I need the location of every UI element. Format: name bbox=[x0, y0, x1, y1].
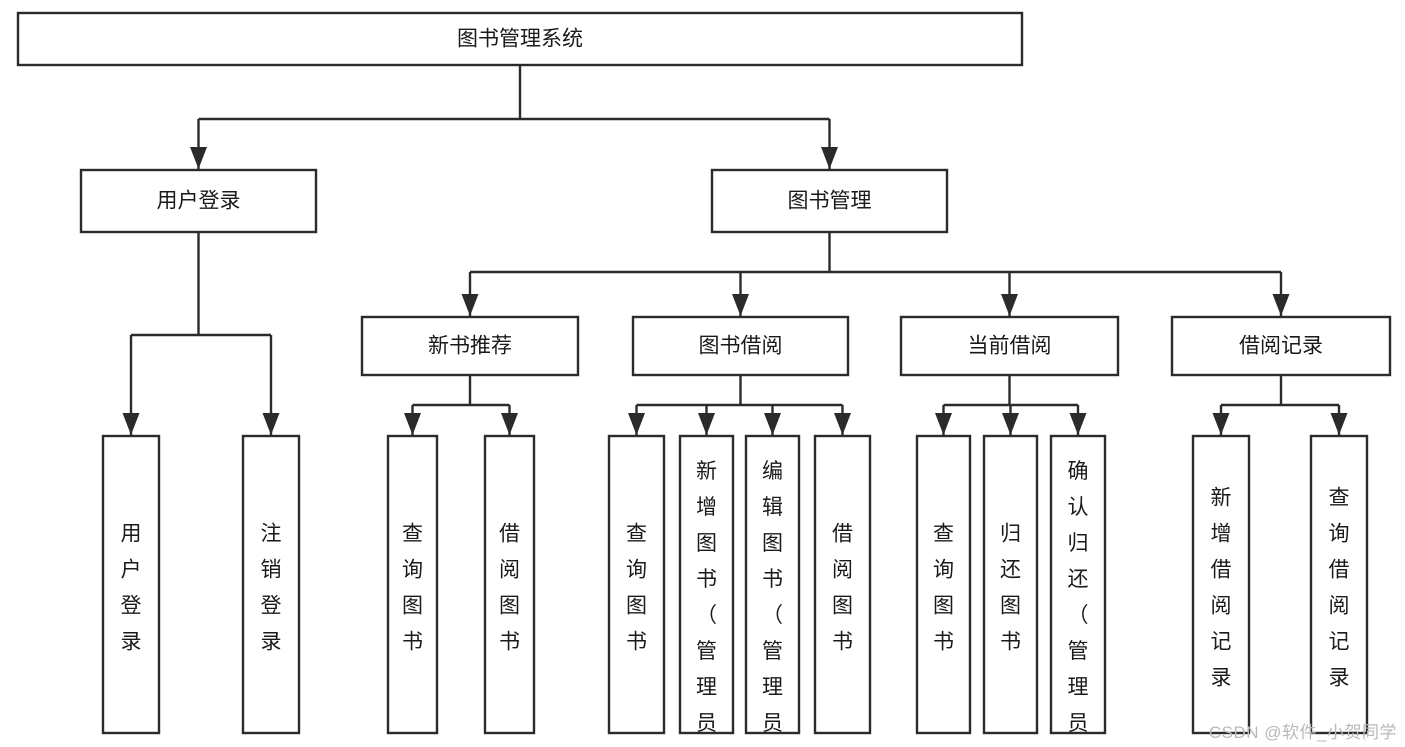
arrow-head-icon bbox=[1002, 413, 1019, 435]
node-label: 借阅图书 bbox=[832, 523, 853, 654]
node-leaf-borrow-book-2[interactable]: 借阅图书 bbox=[813, 434, 872, 735]
node-leaf-query-book-3[interactable]: 查询图书 bbox=[915, 434, 972, 735]
node-leaf-query-record[interactable]: 查询借阅记录 bbox=[1309, 434, 1369, 735]
arrow-head-icon bbox=[732, 294, 749, 316]
node-label: 查询借阅记录 bbox=[1329, 487, 1350, 690]
node-box bbox=[79, 168, 318, 234]
node-leaf-query-book-1[interactable]: 查询图书 bbox=[386, 434, 439, 735]
node-box bbox=[386, 434, 439, 735]
node-box bbox=[101, 434, 161, 735]
node-box bbox=[1191, 434, 1251, 735]
node-current-borrow[interactable]: 当前借阅 bbox=[899, 315, 1120, 377]
node-box bbox=[710, 168, 949, 234]
arrow-head-icon bbox=[834, 413, 851, 435]
node-label: 图书管理 bbox=[788, 190, 872, 213]
node-box bbox=[813, 434, 872, 735]
node-book-management[interactable]: 图书管理 bbox=[710, 168, 949, 234]
node-label: 图书借阅 bbox=[699, 335, 783, 358]
node-box bbox=[483, 434, 536, 735]
arrow-head-icon bbox=[190, 147, 207, 169]
arrow-head-icon bbox=[1330, 413, 1348, 435]
node-undefined[interactable]: 图书管理系统 bbox=[16, 11, 1024, 67]
node-leaf-borrow-book-1[interactable]: 借阅图书 bbox=[483, 434, 536, 735]
node-label: 用户登录 bbox=[157, 190, 241, 213]
node-user-login[interactable]: 用户登录 bbox=[79, 168, 318, 234]
node-new-book-recommend[interactable]: 新书推荐 bbox=[360, 315, 580, 377]
node-book-borrow[interactable]: 图书借阅 bbox=[631, 315, 850, 377]
node-leaf-query-book-2[interactable]: 查询图书 bbox=[607, 434, 666, 735]
node-label: 查询图书 bbox=[402, 523, 423, 654]
node-label: 查询图书 bbox=[626, 523, 647, 654]
node-label: 用户登录 bbox=[121, 523, 142, 654]
node-box bbox=[982, 434, 1039, 735]
arrow-head-icon bbox=[764, 413, 781, 435]
node-box bbox=[360, 315, 580, 377]
arrow-head-icon bbox=[404, 413, 421, 435]
node-label: 新增图书（管理员） bbox=[696, 460, 717, 747]
node-label: 编辑图书（管理员） bbox=[762, 460, 783, 747]
node-leaf-user-login[interactable]: 用户登录 bbox=[101, 434, 161, 735]
nodes-layer: 图书管理系统用户登录图书管理新书推荐图书借阅当前借阅借阅记录用户登录注销登录查询… bbox=[16, 11, 1392, 747]
node-label: 借阅记录 bbox=[1239, 335, 1323, 358]
connectors-layer bbox=[122, 65, 1348, 435]
node-leaf-edit-book[interactable]: 编辑图书（管理员） bbox=[744, 434, 801, 747]
arrow-head-icon bbox=[1001, 294, 1018, 316]
node-box bbox=[1049, 434, 1107, 735]
arrow-head-icon bbox=[628, 413, 645, 435]
node-label: 新书推荐 bbox=[428, 335, 512, 358]
node-box bbox=[1309, 434, 1369, 735]
node-leaf-return-book[interactable]: 归还图书 bbox=[982, 434, 1039, 735]
node-leaf-add-record[interactable]: 新增借阅记录 bbox=[1191, 434, 1251, 735]
node-box bbox=[1170, 315, 1392, 377]
arrow-head-icon bbox=[1212, 413, 1230, 435]
node-label: 注销登录 bbox=[261, 523, 282, 654]
node-label: 借阅图书 bbox=[499, 523, 520, 654]
node-box bbox=[607, 434, 666, 735]
node-leaf-logout[interactable]: 注销登录 bbox=[241, 434, 301, 735]
node-borrow-record[interactable]: 借阅记录 bbox=[1170, 315, 1392, 377]
arrow-head-icon bbox=[935, 413, 952, 435]
node-label: 图书管理系统 bbox=[457, 28, 583, 51]
node-label: 归还图书 bbox=[1000, 523, 1021, 654]
watermark-label: CSDN @软件_小贺同学 bbox=[1208, 723, 1397, 742]
node-box bbox=[16, 11, 1024, 67]
node-box bbox=[915, 434, 972, 735]
node-box bbox=[631, 315, 850, 377]
node-box bbox=[899, 315, 1120, 377]
node-box bbox=[744, 434, 801, 735]
node-label: 确认归还（管理员） bbox=[1068, 460, 1089, 747]
arrow-head-icon bbox=[122, 413, 140, 435]
arrow-head-icon bbox=[461, 294, 479, 316]
node-box bbox=[678, 434, 735, 735]
node-label: 当前借阅 bbox=[968, 335, 1052, 358]
arrow-head-icon bbox=[501, 413, 518, 435]
arrow-head-icon bbox=[698, 413, 715, 435]
arrow-head-icon bbox=[821, 147, 838, 169]
node-leaf-confirm-return[interactable]: 确认归还（管理员） bbox=[1049, 434, 1107, 747]
node-box bbox=[241, 434, 301, 735]
node-label: 查询图书 bbox=[933, 523, 954, 654]
arrow-head-icon bbox=[1272, 294, 1290, 316]
arrow-head-icon bbox=[1069, 413, 1087, 435]
arrow-head-icon bbox=[262, 413, 280, 435]
node-label: 新增借阅记录 bbox=[1211, 487, 1232, 690]
node-leaf-add-book[interactable]: 新增图书（管理员） bbox=[678, 434, 735, 747]
